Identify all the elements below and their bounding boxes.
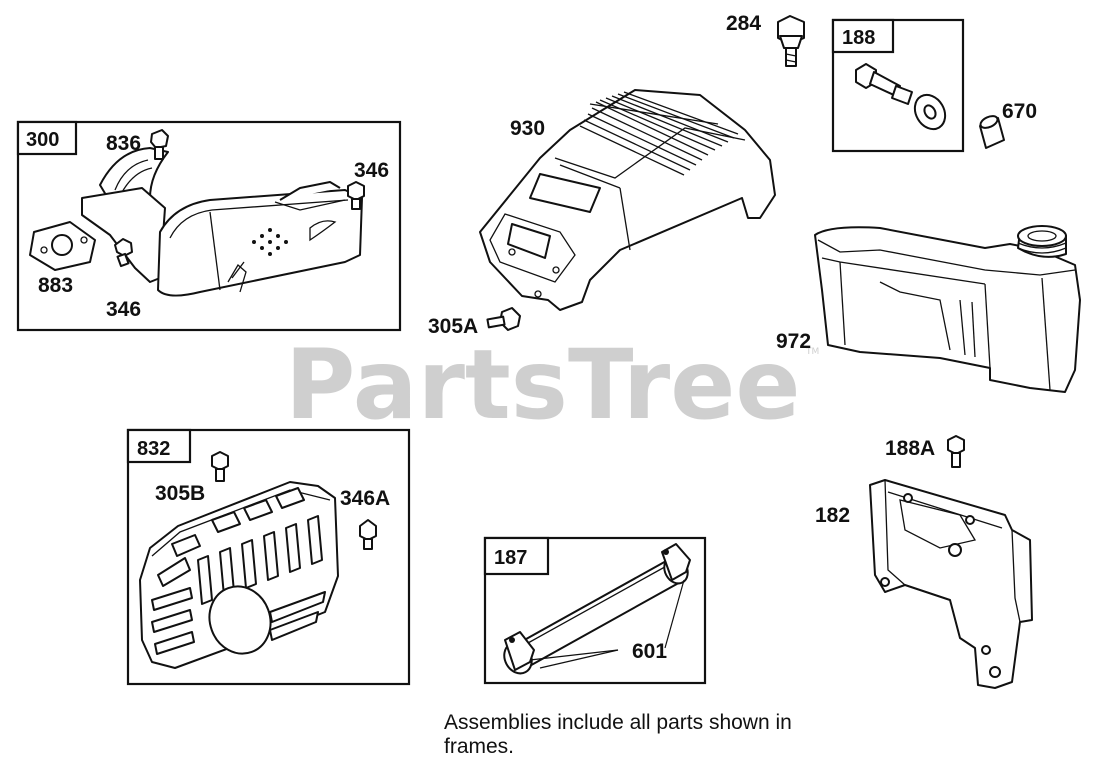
frame-188-tab [831, 18, 895, 54]
part-930[interactable]: 930 [479, 89, 776, 311]
leader-601-b [529, 649, 619, 661]
frame-188-border [831, 18, 965, 153]
part-670[interactable]: 670 [979, 100, 1037, 149]
frame-300-number: 300 [26, 129, 59, 151]
frame-187-number: 187 [494, 547, 527, 569]
part-182[interactable]: 182 [815, 479, 1033, 689]
frame-832-border [126, 428, 411, 686]
frame-300-assembly[interactable]: 300 [16, 120, 402, 332]
part-188A[interactable]: 188A [885, 435, 965, 468]
bolt-836-drawing [150, 129, 169, 160]
label-972: 972 [776, 330, 811, 353]
label-284: 284 [726, 12, 761, 35]
part-972[interactable]: 972 [776, 225, 1081, 393]
bolt-346-lower-drawing [114, 238, 133, 268]
frame-188-assembly[interactable]: 188 [831, 18, 965, 153]
label-601: 601 [632, 640, 667, 663]
washer-drawing [913, 93, 947, 131]
frame-300-border [16, 120, 402, 332]
label-883: 883 [38, 274, 73, 297]
watermark-trademark: TM [805, 347, 819, 357]
label-346A: 346A [340, 487, 390, 510]
shoulder-bolt-drawing [855, 63, 913, 105]
assembly-note-line-2: frames. [444, 735, 514, 758]
label-346-upper: 346 [354, 159, 389, 182]
muffler-drawing [81, 147, 363, 297]
label-930: 930 [510, 117, 545, 140]
muffler-guard-drawing [139, 481, 339, 669]
leader-601-a [539, 649, 619, 669]
frame-187-tab [483, 536, 550, 576]
frame-188-number: 188 [842, 27, 875, 49]
label-305A: 305A [428, 315, 478, 338]
frame-832-assembly[interactable]: 832 [126, 428, 411, 686]
screw-346A-drawing [359, 519, 377, 550]
label-305B: 305B [155, 482, 205, 505]
frame-187-border [483, 536, 707, 685]
housing-shell [479, 89, 776, 311]
part-284[interactable]: 284 [726, 12, 805, 67]
screw-305B-drawing [211, 451, 229, 482]
leader-601-c [664, 579, 685, 649]
frame-187-assembly[interactable]: 187 601 [483, 536, 707, 685]
label-188A: 188A [885, 437, 935, 460]
label-346-lower: 346 [106, 298, 141, 321]
label-182: 182 [815, 504, 850, 527]
bracket-body [869, 479, 1033, 689]
frame-300-tab [16, 120, 78, 156]
bolt-346-upper-drawing [347, 181, 365, 210]
frame-832-number: 832 [137, 438, 170, 460]
frame-832-tab [126, 428, 192, 464]
label-670: 670 [1002, 100, 1037, 123]
label-836: 836 [106, 132, 141, 155]
part-305A[interactable]: 305A [428, 307, 521, 338]
gasket-883-drawing [29, 221, 96, 271]
assembly-note-line-1: Assemblies include all parts shown in [444, 711, 792, 734]
watermark-text: PartsTree [285, 329, 800, 441]
tube-drawing [503, 543, 691, 675]
